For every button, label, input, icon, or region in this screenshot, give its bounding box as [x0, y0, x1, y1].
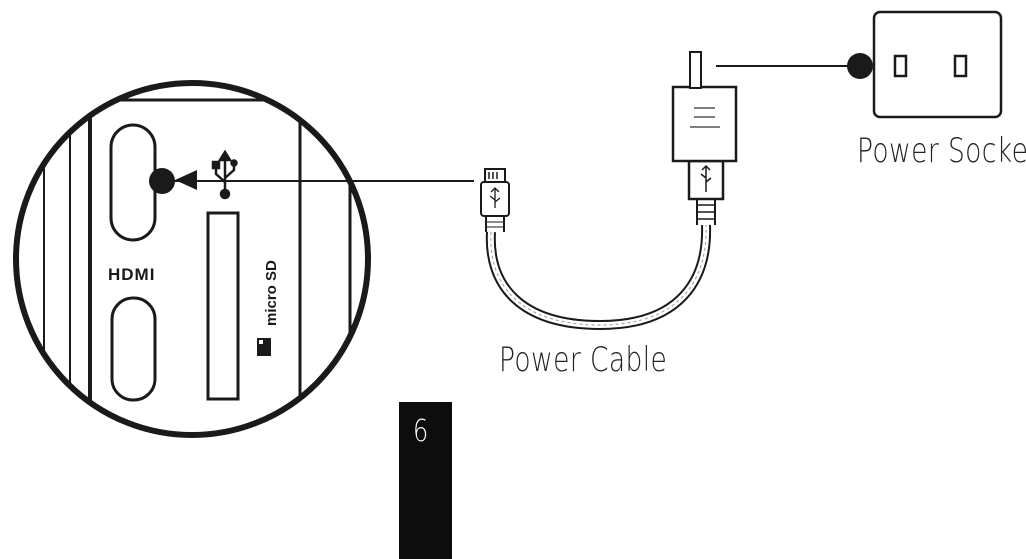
micro-usb-plug [480, 168, 510, 232]
power-adapter [671, 51, 738, 163]
micro-sd-card-icon [257, 338, 271, 356]
hdmi-port [110, 296, 157, 402]
power-cable-label: Power Cable [499, 340, 668, 380]
micro-sd-slot [206, 211, 240, 401]
connection-dot-icon [149, 168, 175, 194]
device-zoom-view: HDMI micro SD [13, 80, 371, 438]
micro-sd-label: micro SD [263, 260, 280, 326]
page-number: 6 [413, 414, 429, 449]
connection-dot-icon [847, 53, 873, 79]
page-number-tab: 6 [399, 402, 452, 559]
usb-icon [211, 149, 238, 200]
usb-a-plug [687, 159, 725, 201]
power-socket-label: Power Socket [857, 131, 1026, 171]
hdmi-label: HDMI [108, 265, 155, 284]
socket-slot [953, 54, 968, 78]
socket-slot [893, 54, 908, 78]
power-socket [872, 10, 1003, 119]
power-cable [480, 51, 738, 331]
usb-port [109, 123, 157, 242]
